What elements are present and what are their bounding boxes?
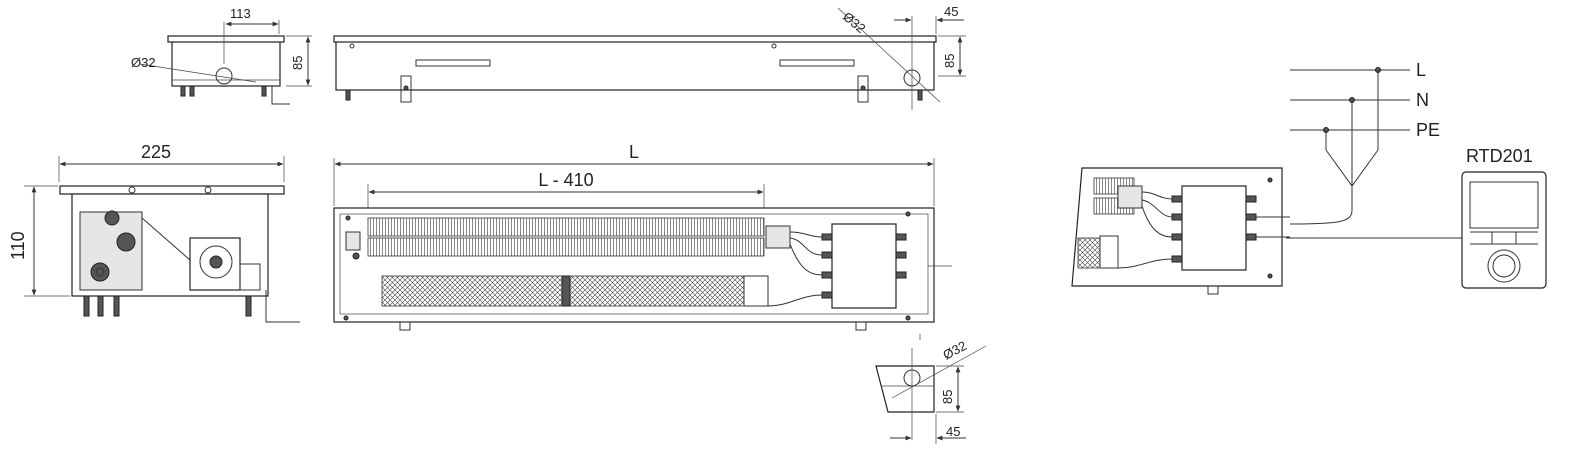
dim-85-detail: 85 (940, 390, 955, 404)
dim-L-410: L - 410 (538, 170, 593, 190)
thermostat-knob (1487, 249, 1521, 283)
dim-45-front: 45 (944, 4, 958, 19)
dim-L: L (629, 142, 639, 162)
thermostat-display (1469, 181, 1539, 229)
pipe-detail-view (875, 345, 987, 444)
plan-view (333, 158, 952, 340)
label-N: N (1416, 90, 1429, 110)
wiring-control-box (1181, 185, 1247, 271)
heating-fins-lower (367, 237, 765, 257)
dim-85-front: 85 (942, 54, 957, 68)
cross-section-view (24, 156, 300, 323)
label-PE: PE (1416, 120, 1440, 140)
dim-pipe-side: Ø32 (131, 55, 156, 70)
dim-110: 110 (8, 231, 28, 260)
label-L: L (1416, 60, 1426, 80)
front-elevation-view (333, 7, 966, 110)
dim-225: 225 (141, 142, 171, 162)
heating-fins-upper (367, 217, 765, 237)
dim-85-side: 85 (290, 56, 305, 70)
control-box (831, 223, 897, 309)
label-rtd201: RTD201 (1466, 146, 1533, 166)
dim-45-detail: 45 (946, 424, 960, 439)
side-elevation-view (139, 20, 312, 105)
thermostat-rtd201 (1461, 171, 1547, 289)
dim-pipe-detail: Ø32 (940, 338, 969, 363)
wiring-diagram (1071, 67, 1547, 295)
dim-113: 113 (230, 6, 251, 21)
